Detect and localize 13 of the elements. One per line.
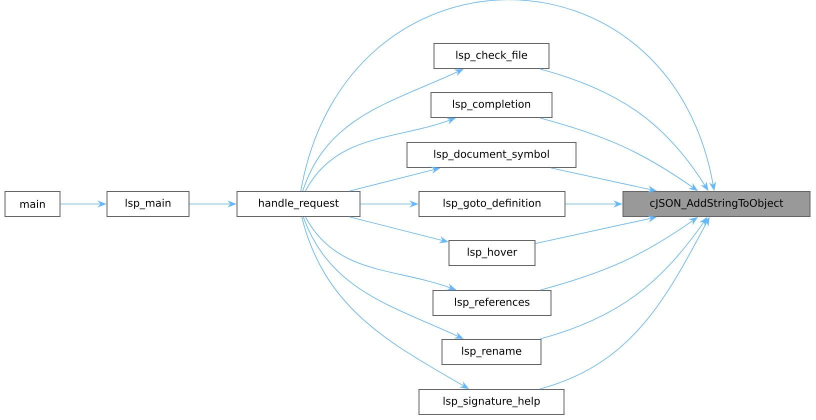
function-box: lsp_references	[432, 290, 552, 316]
arrow	[300, 0, 716, 192]
function-box: handle_request	[236, 191, 360, 217]
function-box: lsp_completion	[430, 92, 552, 118]
function-box: lsp_rename	[442, 338, 542, 365]
function-box: main	[4, 191, 61, 217]
function-box: lsp_main	[106, 191, 190, 217]
function-box: lsp_check_file	[434, 43, 550, 69]
function-box: cJSON_AddStringToObject	[622, 191, 810, 217]
function-box: lsp_document_symbol	[406, 142, 576, 168]
function-box: lsp_hover	[448, 240, 536, 266]
function-box: lsp_goto_definition	[418, 191, 566, 217]
function-box: lsp_signature_help	[418, 388, 564, 415]
